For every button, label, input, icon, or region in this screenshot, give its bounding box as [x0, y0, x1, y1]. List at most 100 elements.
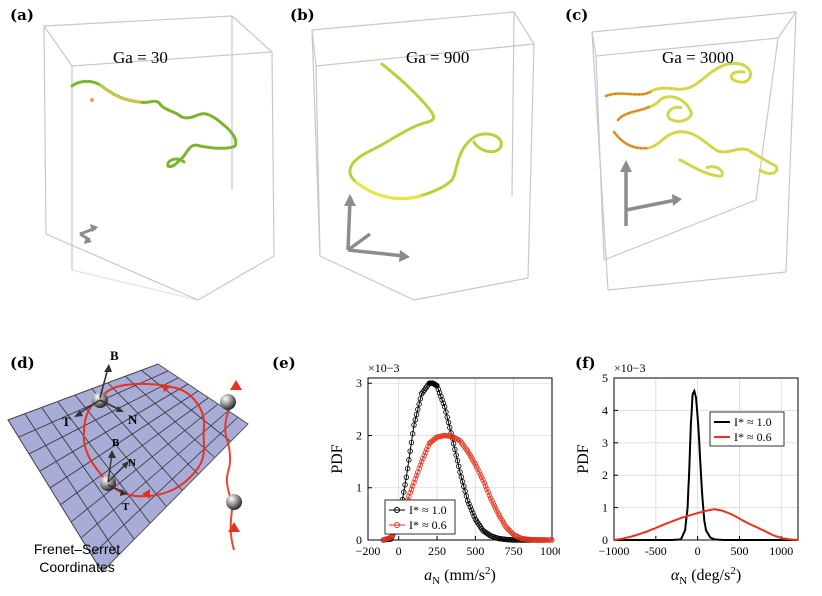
x-tick-label-2: 0	[695, 544, 701, 558]
series-0-point-16	[401, 489, 407, 495]
series-0-point-48	[434, 383, 440, 389]
y-axis-label: PDF	[329, 444, 346, 473]
series-1-point-34	[424, 446, 430, 453]
ga-label-c: Ga = 3000	[662, 48, 734, 67]
y-tick-label-2: 2	[602, 468, 608, 482]
series-0-point-51	[438, 393, 444, 399]
series-0-point-63	[453, 452, 459, 458]
series-1-point-31	[420, 455, 426, 462]
series-0-point-49	[435, 386, 441, 393]
series-1-point-26	[413, 472, 420, 479]
y-tick-label-0: 0	[356, 533, 362, 547]
series-0-point-67	[458, 474, 464, 480]
axes-arrow-b	[344, 194, 410, 262]
trajectory-b	[348, 62, 503, 201]
plot-frame	[367, 377, 553, 541]
series-1-point-132	[549, 537, 555, 543]
y-tick-label-5: 5	[602, 371, 608, 385]
y-tick-label-3: 3	[356, 376, 362, 390]
series-0-point-53	[440, 400, 447, 406]
y-tick-label-1: 1	[356, 481, 362, 495]
series-0-point-61	[450, 441, 457, 447]
panel-label-f: (f)	[575, 354, 596, 372]
series-1-point-72	[472, 461, 479, 467]
series-1-point-25	[412, 476, 418, 482]
series-0-point-75	[468, 507, 475, 513]
series-0-point-52	[439, 397, 445, 403]
trajectory-c	[604, 61, 779, 178]
series-1-point-30	[418, 458, 425, 465]
ga-label-b: Ga = 900	[406, 48, 470, 67]
vector-n-label-2: N	[128, 457, 136, 469]
vector-n-label-1: N	[128, 412, 138, 427]
legend-label-1: I* ≈ 0.6	[409, 518, 447, 532]
x-tick-label-3: 500	[730, 544, 748, 558]
y-tick-label-3: 3	[602, 436, 608, 450]
sphere-4	[226, 494, 242, 510]
series-1-point-85	[489, 498, 495, 504]
legend-box	[384, 499, 456, 535]
series-0-point-17	[402, 481, 408, 488]
x-tick-label-5: 1000	[540, 544, 560, 558]
vector-b-label-2: B	[112, 437, 120, 449]
vector-b-label-1: B	[110, 348, 119, 363]
series-1-point-27	[415, 469, 421, 475]
vector-t-label-1: T	[62, 414, 71, 429]
series-0-point-58	[447, 424, 453, 431]
panel-label-a: (a)	[10, 6, 34, 24]
series-0-point-62	[452, 446, 458, 453]
legend-label-0: I* ≈ 1.0	[734, 415, 772, 429]
plot-frame	[613, 377, 799, 541]
panel-label-b: (b)	[290, 6, 315, 24]
series-0-point-77	[471, 513, 477, 519]
series-1-point-32	[421, 452, 427, 459]
series-0-point-56	[444, 414, 450, 420]
y-exponent-label: ×10−3	[368, 361, 400, 375]
series-1-point-79	[481, 480, 487, 486]
series-0-point-66	[457, 469, 463, 475]
series-0-point-72	[464, 498, 471, 504]
series-1-point-75	[476, 469, 482, 475]
series-0-point-74	[467, 504, 473, 510]
series-0-point-18	[403, 474, 410, 480]
y-tick-label-0: 0	[602, 533, 608, 547]
x-axis-label: αN (deg/s2)	[671, 565, 741, 587]
trajectory-figures	[42, 11, 798, 301]
series-0-point-29	[417, 396, 424, 402]
series-0-point-70	[462, 488, 468, 494]
x-axis-label: aN (mm/s2)	[424, 565, 496, 587]
x-tick-label-1: 0	[396, 544, 402, 558]
series-0-point-28	[416, 401, 422, 407]
caption-line-1: Frenet–Serret	[33, 541, 121, 557]
sphere-3	[220, 394, 236, 410]
frenet-serret-caption: Frenet–Serret Coordinates	[12, 540, 142, 576]
y-tick-label-1: 1	[602, 501, 608, 515]
series-0-point-57	[445, 419, 452, 426]
series-1-point-78	[480, 477, 486, 483]
series-1-point-22	[408, 486, 415, 493]
series-0-point-65	[456, 463, 462, 470]
vector-t-label-2: T	[122, 501, 130, 513]
legend-label-1: I* ≈ 0.6	[734, 430, 772, 444]
panel-label-d: (d)	[10, 354, 35, 372]
box-a	[42, 15, 275, 301]
series-0-point-19	[404, 465, 411, 472]
x-tick-label-0: −1000	[599, 544, 630, 558]
series-1-point-74	[475, 466, 481, 473]
frenet-serret-diagram: B T N B N T	[7, 348, 249, 573]
series-0-point-69	[461, 483, 467, 490]
series-0-point-23	[410, 431, 416, 437]
legend-marker-1	[394, 522, 400, 528]
series-1-point-23	[410, 483, 416, 489]
trajectory-a	[70, 79, 238, 168]
series-1-point-89	[494, 508, 500, 514]
frame-vectors-1	[74, 364, 124, 417]
series-0-point-54	[441, 404, 448, 410]
panel-label-c: (c)	[565, 6, 589, 24]
legend-box	[709, 411, 785, 447]
series-line-1	[613, 508, 799, 541]
x-tick-label-4: 750	[505, 544, 523, 558]
panel-label-e: (e)	[272, 354, 296, 372]
